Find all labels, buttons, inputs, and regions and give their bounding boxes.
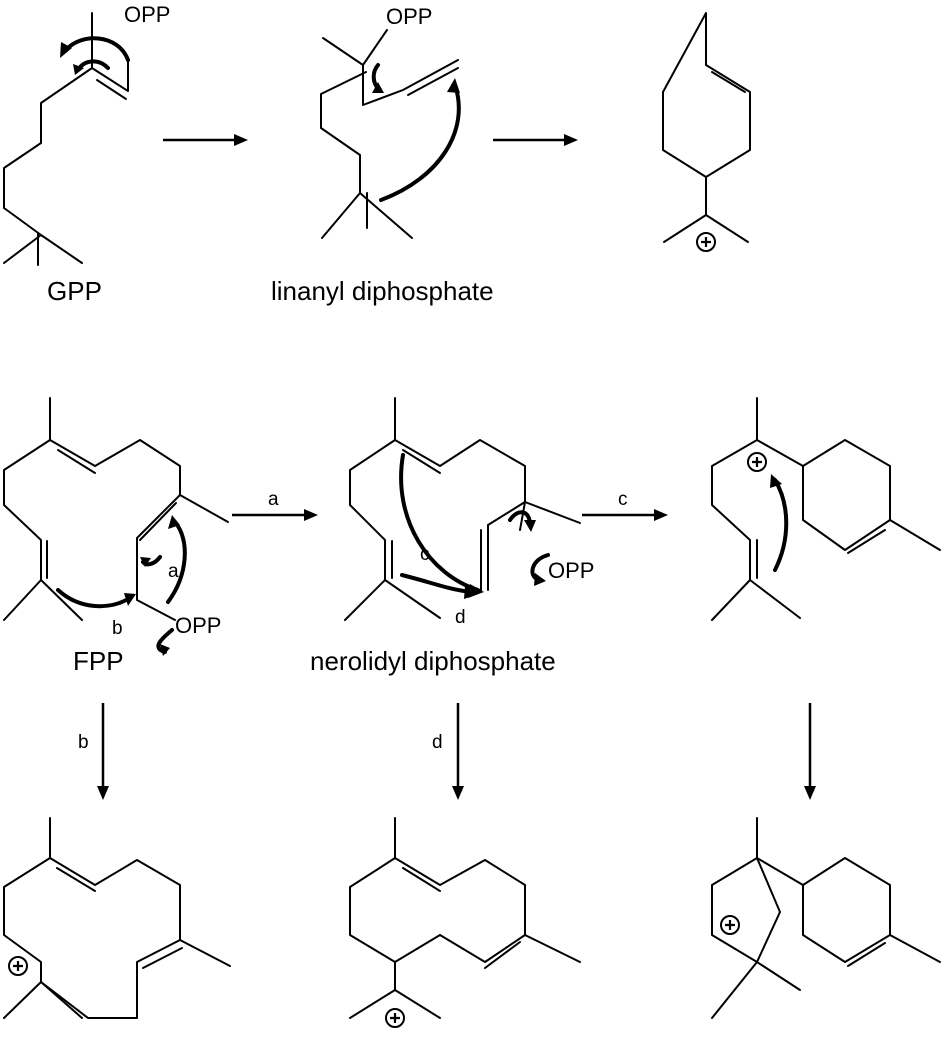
fpp-name: FPP — [73, 646, 124, 676]
pathway-a-arrow-label: a — [268, 489, 279, 510]
pathway-a-arrow — [232, 509, 318, 521]
pathway-d-label: d — [455, 607, 466, 628]
reaction-arrow — [163, 134, 248, 146]
humulyl-cation-structure — [3, 817, 231, 1019]
down-arrow — [804, 703, 816, 800]
linanyl-opp-label: OPP — [386, 4, 432, 29]
nerolidyl-opp-label: OPP — [548, 558, 594, 583]
gpp-name: GPP — [47, 276, 102, 306]
pathway-d-down-label: d — [432, 732, 443, 753]
pathway-b-label: b — [112, 618, 123, 639]
linanyl-diphosphate-structure: OPP — [320, 4, 461, 239]
fpp-opp-label: OPP — [175, 613, 221, 638]
pathway-a-label: a — [168, 561, 179, 582]
linanyl-name: linanyl diphosphate — [271, 276, 494, 306]
nerolidyl-name: nerolidyl diphosphate — [310, 646, 556, 676]
gpp-opp-label: OPP — [124, 2, 170, 27]
pathway-c-arrow-label: c — [618, 489, 628, 510]
terpinyl-cation-structure — [662, 12, 751, 252]
pathway-b-down-label: b — [78, 732, 89, 753]
fpp-structure: OPP — [3, 397, 229, 656]
pathway-c-label: c — [420, 544, 430, 565]
nerolidyl-diphosphate-structure: OPP — [344, 397, 594, 621]
germacradienyl-cation-structure — [349, 817, 581, 1028]
bicyclic-cation-structure — [711, 817, 941, 1019]
pathway-b-down-arrow — [97, 703, 109, 800]
pathway-c-arrow — [582, 509, 668, 521]
gpp-structure: OPP — [3, 2, 170, 266]
reaction-arrow — [493, 134, 578, 146]
bisabolyl-cation-structure — [711, 397, 941, 621]
pathway-d-down-arrow — [452, 703, 464, 800]
